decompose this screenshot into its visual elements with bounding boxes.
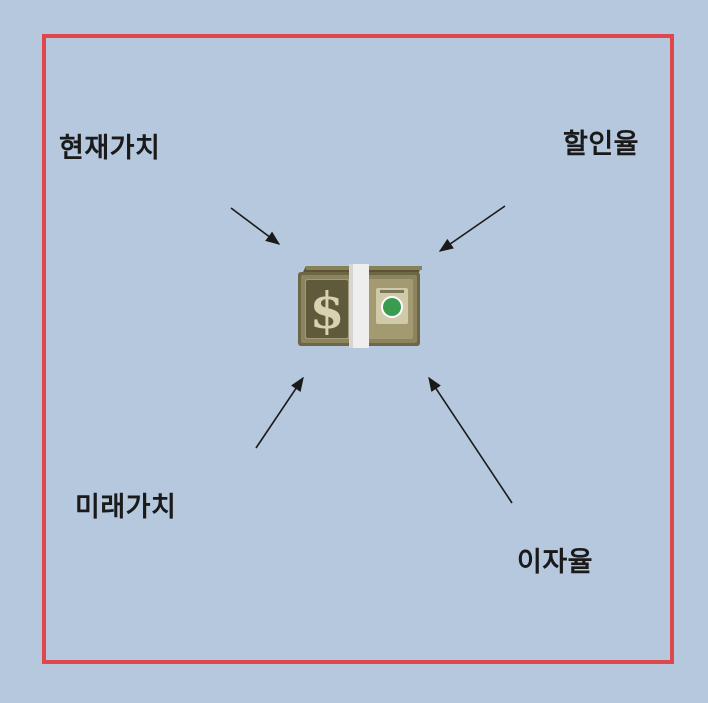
money-bill-dollar-icon: $ [298,264,422,348]
arrow-from-interest-rate [428,376,513,504]
label-future-value: 미래가치 [75,492,177,523]
label-interest-rate: 이자율 [517,547,594,578]
arrow-from-discount-rate [438,205,506,252]
arrow-from-present-value [230,207,281,245]
label-discount-rate: 할인율 [563,129,640,160]
arrow-from-future-value [255,376,304,449]
svg-text:$: $ [310,281,345,340]
diagram-frame [42,34,674,664]
label-present-value: 현재가치 [59,133,161,164]
